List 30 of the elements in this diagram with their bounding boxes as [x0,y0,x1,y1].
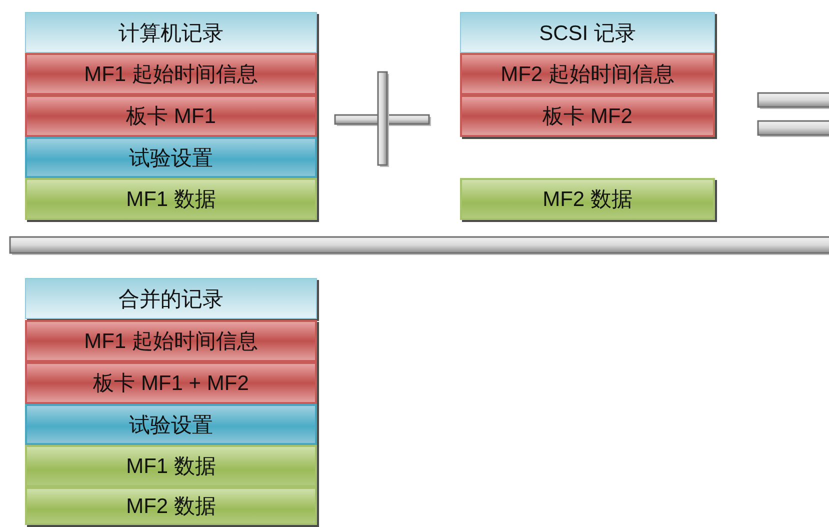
field-label: MF1 数据 [126,187,216,213]
field-label: 板卡 MF1 + MF2 [93,371,249,397]
record-field-bar [25,320,317,362]
record-field-bar [25,362,317,404]
field-label: 计算机记录 [118,20,224,46]
field-label: SCSI 记录 [539,20,636,46]
record-field-bar [25,404,317,445]
record-field-bar [25,278,317,319]
record-field-bar [25,12,317,53]
field-label: MF1 数据 [126,454,216,480]
field-label: 试验设置 [129,146,213,172]
record-field-bar [460,178,715,220]
field-label: MF2 起始时间信息 [500,62,674,88]
record-field-bar [460,53,715,95]
record-field-bar [25,53,317,95]
record-field-bar [460,12,715,53]
record-field-bar [25,178,317,220]
record-field-bar [25,95,317,137]
record-field-bar [25,137,317,178]
field-label: MF2 数据 [542,187,632,213]
field-label: MF1 起始时间信息 [84,329,258,355]
field-label: 试验设置 [129,412,213,438]
record-field-bar [460,95,715,137]
field-label: MF1 起始时间信息 [84,62,258,88]
field-label: 板卡 MF2 [542,104,632,130]
field-label: MF2 数据 [126,494,216,520]
field-label: 板卡 MF1 [126,104,216,130]
record-field-bar [25,487,317,525]
field-label: 合并的记录 [118,286,224,312]
record-field-bar [25,445,317,487]
